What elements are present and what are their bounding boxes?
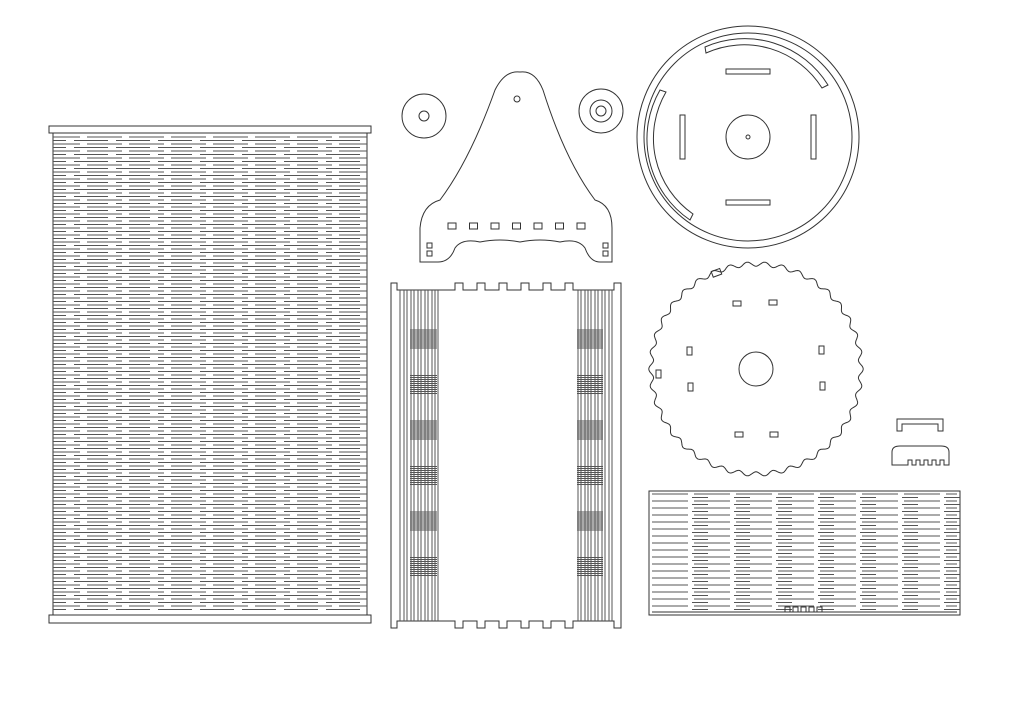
small-clip-comb (891, 445, 950, 466)
tab-slot (808, 606, 815, 613)
slot (533, 222, 543, 230)
slot (555, 222, 564, 230)
slot (426, 242, 433, 249)
small-hinge-panel (648, 490, 961, 616)
tab-slot (800, 606, 807, 613)
small-disc-left (401, 93, 447, 139)
large-ring-disc (636, 25, 860, 249)
tab-slot (792, 606, 799, 613)
slot (602, 242, 609, 249)
small-clip-top (896, 418, 944, 432)
slot (512, 222, 521, 230)
large-hinge-panel (48, 125, 372, 624)
slot (426, 250, 433, 257)
scalloped-disc (648, 261, 864, 477)
slot (490, 222, 500, 230)
triangle-bracket (419, 71, 613, 263)
tab-slot (816, 606, 823, 613)
slot (602, 250, 609, 257)
slot (576, 222, 586, 230)
side-hinge-panel (390, 282, 622, 629)
slot (447, 222, 457, 230)
slot (469, 222, 478, 230)
tab-slot (784, 606, 791, 613)
small-disc-right (578, 88, 624, 134)
